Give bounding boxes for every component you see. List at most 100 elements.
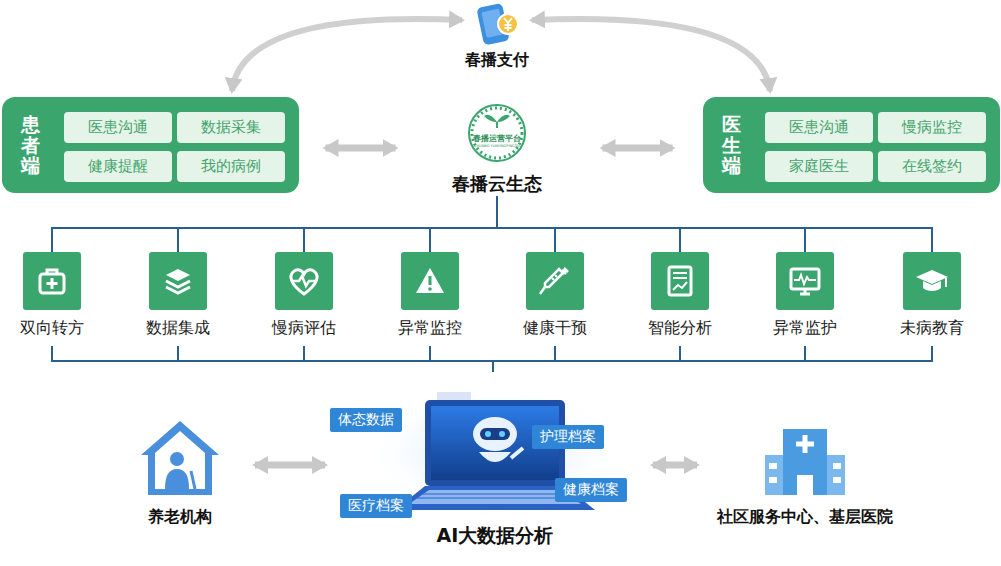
logo-text: 春播运营平台 bbox=[422, 133, 572, 144]
connector bbox=[493, 346, 805, 372]
vertical-panel-title: 医生端 bbox=[722, 114, 741, 177]
icon-node: 异常监控 bbox=[375, 252, 485, 346]
icon-symbol bbox=[149, 252, 207, 310]
tag-node: 护理档案 bbox=[532, 425, 604, 449]
chip-node: 慢病监控 bbox=[878, 112, 986, 143]
icon-node: 慢病评估 bbox=[249, 252, 359, 346]
function-label: 双向转方 bbox=[0, 318, 107, 339]
function-label: 异常监护 bbox=[750, 318, 860, 339]
icon-square bbox=[401, 252, 459, 310]
function-label: 异常监控 bbox=[375, 318, 485, 339]
panel-title-column: 患者端 bbox=[2, 97, 58, 193]
chip-node: 家庭医生 bbox=[765, 151, 873, 182]
connector bbox=[493, 346, 680, 372]
icon-square bbox=[903, 252, 961, 310]
chip-node: 医患沟通 bbox=[64, 112, 172, 143]
tag-node: 医疗档案 bbox=[340, 494, 412, 518]
icon-node: 健康干预 bbox=[500, 252, 610, 346]
connector bbox=[430, 346, 493, 372]
connector bbox=[497, 196, 932, 252]
phone-pay-icon bbox=[442, 2, 552, 46]
data-tag-label: 健康档案 bbox=[563, 481, 619, 499]
connector bbox=[493, 346, 932, 372]
connector bbox=[304, 196, 497, 252]
ai-label: AI大数据分析 bbox=[345, 523, 645, 549]
feature-chip-label: 医患沟通 bbox=[88, 118, 148, 137]
icon-square bbox=[149, 252, 207, 310]
connector bbox=[497, 196, 680, 252]
chip-node: 我的病例 bbox=[177, 151, 285, 182]
feature-chip-label: 数据采集 bbox=[201, 118, 261, 137]
icon-node: 未病教育 bbox=[877, 252, 987, 346]
connector bbox=[304, 346, 493, 372]
icon-symbol bbox=[401, 252, 459, 310]
icon-symbol bbox=[651, 252, 709, 310]
icon-square bbox=[651, 252, 709, 310]
data-tag-label: 护理档案 bbox=[540, 428, 596, 446]
connector bbox=[430, 196, 497, 252]
icon-symbol bbox=[776, 252, 834, 310]
feature-chip-label: 在线签约 bbox=[902, 157, 962, 176]
pay-node: 春播支付 bbox=[442, 2, 552, 76]
chip-node: 在线签约 bbox=[878, 151, 986, 182]
connector bbox=[52, 196, 497, 252]
connector bbox=[255, 462, 325, 469]
connector bbox=[497, 196, 805, 252]
feature-chip-label: 家庭医生 bbox=[789, 157, 849, 176]
icon-node: 智能分析 bbox=[625, 252, 735, 346]
connector bbox=[232, 19, 462, 91]
connector bbox=[178, 196, 497, 252]
tag-node: 健康档案 bbox=[555, 478, 627, 502]
ai-node: AI大数据分析体态数据护理档案健康档案医疗档案 bbox=[345, 372, 645, 554]
function-label: 慢病评估 bbox=[249, 318, 359, 339]
chip-node: 健康提醒 bbox=[64, 151, 172, 182]
icon-symbol bbox=[526, 252, 584, 310]
feature-chip-label: 健康提醒 bbox=[88, 157, 148, 176]
icon-node: 双向转方 bbox=[0, 252, 107, 346]
connector bbox=[178, 346, 493, 372]
function-label: 数据集成 bbox=[123, 318, 233, 339]
connector bbox=[653, 462, 697, 469]
panel-title-column: 医生端 bbox=[703, 97, 759, 193]
icon-square bbox=[526, 252, 584, 310]
logo-subtext: CHUNBO YUNYINGPINGTAI bbox=[422, 144, 572, 148]
tag-node: 体态数据 bbox=[330, 408, 402, 432]
feature-chip-label: 医患沟通 bbox=[789, 118, 849, 137]
function-label: 未病教育 bbox=[877, 318, 987, 339]
connector bbox=[493, 346, 555, 372]
place-node: 社区服务中心、基层医院 bbox=[705, 415, 905, 533]
elder-home-icon bbox=[125, 415, 235, 500]
vertical-panel-title: 患者端 bbox=[21, 114, 40, 177]
data-tag-label: 体态数据 bbox=[338, 411, 394, 429]
place-node: 养老机构 bbox=[125, 415, 235, 533]
function-label: 智能分析 bbox=[625, 318, 735, 339]
facility-label: 社区服务中心、基层医院 bbox=[705, 507, 905, 528]
icon-node: 数据集成 bbox=[123, 252, 233, 346]
icon-square bbox=[275, 252, 333, 310]
data-tag-label: 医疗档案 bbox=[348, 497, 404, 515]
function-label: 健康干预 bbox=[500, 318, 610, 339]
facility-label: 养老机构 bbox=[125, 507, 235, 528]
icon-square bbox=[776, 252, 834, 310]
icon-symbol bbox=[23, 252, 81, 310]
connector bbox=[326, 145, 396, 152]
chip-node: 数据采集 bbox=[177, 112, 285, 143]
payment-label: 春播支付 bbox=[442, 50, 552, 71]
chip-node: 医患沟通 bbox=[765, 112, 873, 143]
hospital-icon bbox=[705, 415, 905, 500]
hub-node: 春播云生态 春播运营平台CHUNBO YUNYINGPINGTAI bbox=[422, 100, 572, 196]
feature-chip-label: 慢病监控 bbox=[902, 118, 962, 137]
connector bbox=[603, 145, 673, 152]
connector bbox=[52, 346, 493, 372]
hub-label: 春播云生态 bbox=[422, 172, 572, 196]
feature-chip-label: 我的病例 bbox=[201, 157, 261, 176]
icon-square bbox=[23, 252, 81, 310]
panel-node: 患者端 医患沟通 数据采集健康提醒 我的病例 bbox=[2, 97, 299, 193]
icon-node: 异常监护 bbox=[750, 252, 860, 346]
connector bbox=[532, 19, 770, 91]
icon-symbol bbox=[903, 252, 961, 310]
connector bbox=[497, 196, 555, 252]
panel-node: 医生端 医患沟通 慢病监控家庭医生 在线签约 bbox=[703, 97, 1000, 193]
icon-symbol bbox=[275, 252, 333, 310]
